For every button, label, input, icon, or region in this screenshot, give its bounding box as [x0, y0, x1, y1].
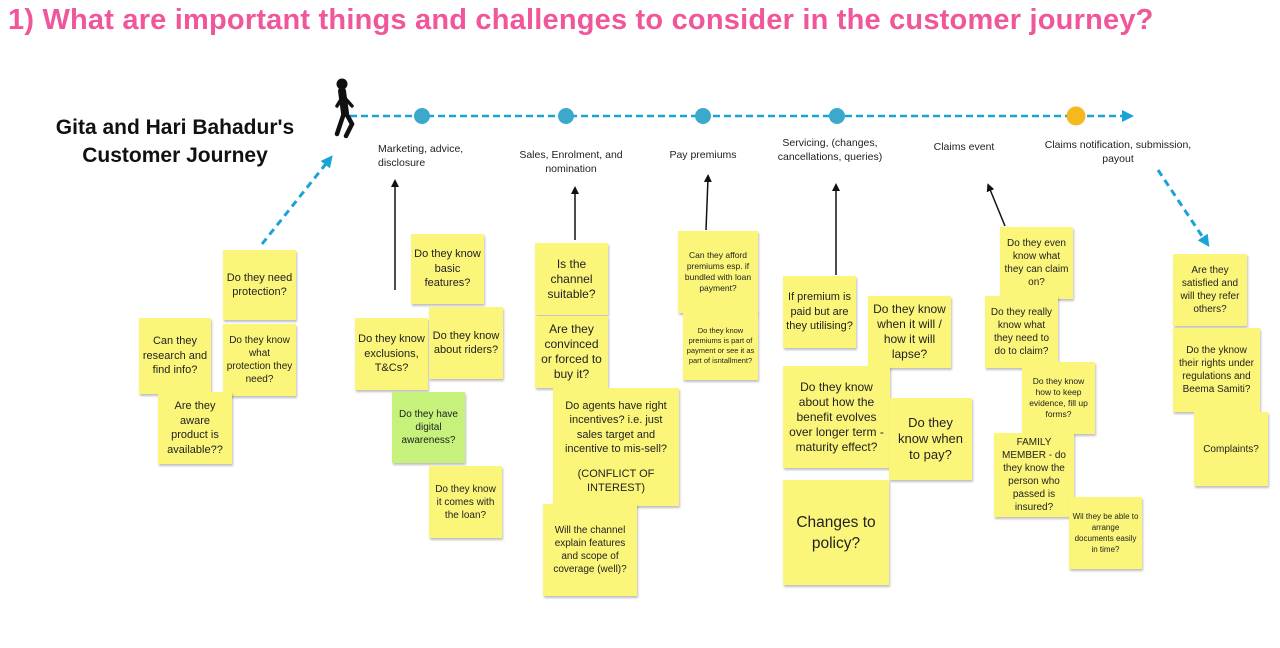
sticky-note-text: Can they research and find info?: [142, 335, 208, 377]
sticky-note-text: Are they aware product is available??: [167, 400, 223, 456]
stage-dot-sales: [558, 108, 574, 124]
sticky-note-text: Do agents have right incentives? i.e. ju…: [564, 399, 668, 456]
sticky-note-text: Is the channel suitable?: [547, 256, 596, 301]
sticky-note: Wil they be able to arrange documents ea…: [1069, 497, 1142, 569]
sticky-note: Are they aware product is available??: [158, 392, 232, 464]
sticky-note-text: Wil they be able to arrange documents ea…: [1072, 512, 1139, 554]
sticky-note-text: Do they know when to pay?: [897, 415, 964, 462]
stage-label-servicing: Servicing, (changes, cancellations, quer…: [777, 137, 883, 163]
pointer-arrow-claims-event: [986, 183, 1006, 227]
sticky-note: Are they convinced or forced to buy it?: [535, 316, 608, 388]
sticky-note: FAMILY MEMBER - do they know the person …: [994, 433, 1074, 517]
stage-label-claims-notification: Claims notification, submission, payout: [1044, 139, 1192, 165]
start-arrow: [260, 155, 333, 245]
sticky-note: Do the yknow their rights under regulati…: [1173, 328, 1260, 412]
stage-label-marketing: Marketing, advice, disclosure: [378, 143, 464, 169]
sticky-note: Do agents have right incentives? i.e. ju…: [553, 388, 679, 506]
sticky-note: Can they afford premiums esp. if bundled…: [678, 231, 758, 313]
sticky-note-text: Do they really know what they need to do…: [990, 307, 1053, 357]
sticky-note-text: If premium is paid but are they utilisin…: [786, 291, 853, 333]
sticky-note: Is the channel suitable?: [535, 243, 608, 315]
sticky-note: Do they know when it will / how it will …: [868, 296, 951, 368]
sticky-note-text: Can they afford premiums esp. if bundled…: [684, 250, 752, 293]
sticky-note: Do they know how to keep evidence, fill …: [1022, 362, 1095, 434]
sticky-note-text: Do they have digital awareness?: [399, 409, 458, 446]
sticky-note: Do they need protection?: [223, 250, 296, 320]
sticky-note: Do they know it comes with the loan?: [429, 466, 502, 538]
sticky-note-text: (CONFLICT OF INTEREST): [577, 467, 655, 495]
sticky-note-text: Do they know exclusions, T&Cs?: [358, 333, 425, 375]
sticky-note-text: Do they know how to keep evidence, fill …: [1029, 376, 1088, 419]
sticky-note-text: Do they know it comes with the loan?: [435, 483, 496, 521]
sticky-note: Do they know when to pay?: [889, 398, 972, 480]
sticky-note-text: Do they know premiums is part of payment…: [686, 326, 755, 365]
walking-person-icon: [334, 78, 355, 139]
stage-dot-marketing: [414, 108, 430, 124]
sticky-note: If premium is paid but are they utilisin…: [783, 276, 856, 348]
stage-dot-pay-premiums: [695, 108, 711, 124]
stage-label-sales: Sales, Enrolment, and nomination: [519, 149, 623, 175]
sticky-note-text: Are they convinced or forced to buy it?: [541, 322, 602, 381]
page-title: 1) What are important things and challen…: [8, 4, 1154, 36]
sticky-note: Do they know what protection they need?: [223, 324, 296, 396]
sticky-note-text: Do they know about how the benefit evolv…: [789, 379, 884, 454]
sticky-note-text: Are they satisfied and will they refer o…: [1180, 265, 1240, 315]
sticky-note-text: Do they need protection?: [226, 271, 293, 299]
stage-dot-claims-notification: [1066, 106, 1086, 126]
stage-dot-servicing: [829, 108, 845, 124]
sticky-note-text: Do they know what protection they need?: [226, 335, 293, 385]
stage-label-claims-event: Claims event: [933, 141, 995, 153]
journey-title: Gita and Hari Bahadur's Customer Journey: [55, 116, 295, 167]
sticky-note: Do they know exclusions, T&Cs?: [355, 318, 428, 390]
sticky-note: Will the channel explain features and sc…: [543, 504, 637, 596]
sticky-note: Do they really know what they need to do…: [985, 296, 1058, 368]
sticky-note-text: FAMILY MEMBER - do they know the person …: [1002, 437, 1066, 513]
sticky-note: Complaints?: [1194, 412, 1268, 486]
sticky-note: Do they know premiums is part of payment…: [683, 312, 758, 380]
sticky-note-text: Do they know basic features?: [414, 248, 481, 290]
sticky-note-text: Changes to policy?: [796, 513, 876, 552]
stage-label-pay-premiums: Pay premiums: [669, 149, 737, 161]
sticky-note-text: Do they even know what they can claim on…: [1004, 238, 1069, 288]
sticky-note-text: Do they know about riders?: [432, 329, 500, 357]
sticky-note: Changes to policy?: [783, 480, 889, 585]
sticky-note: Do they know about riders?: [429, 307, 503, 379]
pointer-arrow-pay-premiums: [703, 174, 712, 231]
sticky-note: Are they satisfied and will they refer o…: [1173, 254, 1247, 326]
sticky-note-text: Complaints?: [1203, 443, 1259, 455]
sticky-note: Do they know basic features?: [411, 234, 484, 304]
sticky-note-text: Do the yknow their rights under regulati…: [1178, 345, 1255, 395]
sticky-note: Do they know about how the benefit evolv…: [783, 366, 890, 468]
sticky-note: Can they research and find info?: [139, 318, 211, 394]
sticky-note-text: Will the channel explain features and sc…: [553, 525, 627, 575]
sticky-note-green: Do they have digital awareness?: [392, 392, 465, 463]
end-arrow: [1156, 169, 1210, 247]
sticky-note: Do they even know what they can claim on…: [1000, 227, 1073, 299]
sticky-note-text: Do they know when it will / how it will …: [873, 302, 946, 361]
